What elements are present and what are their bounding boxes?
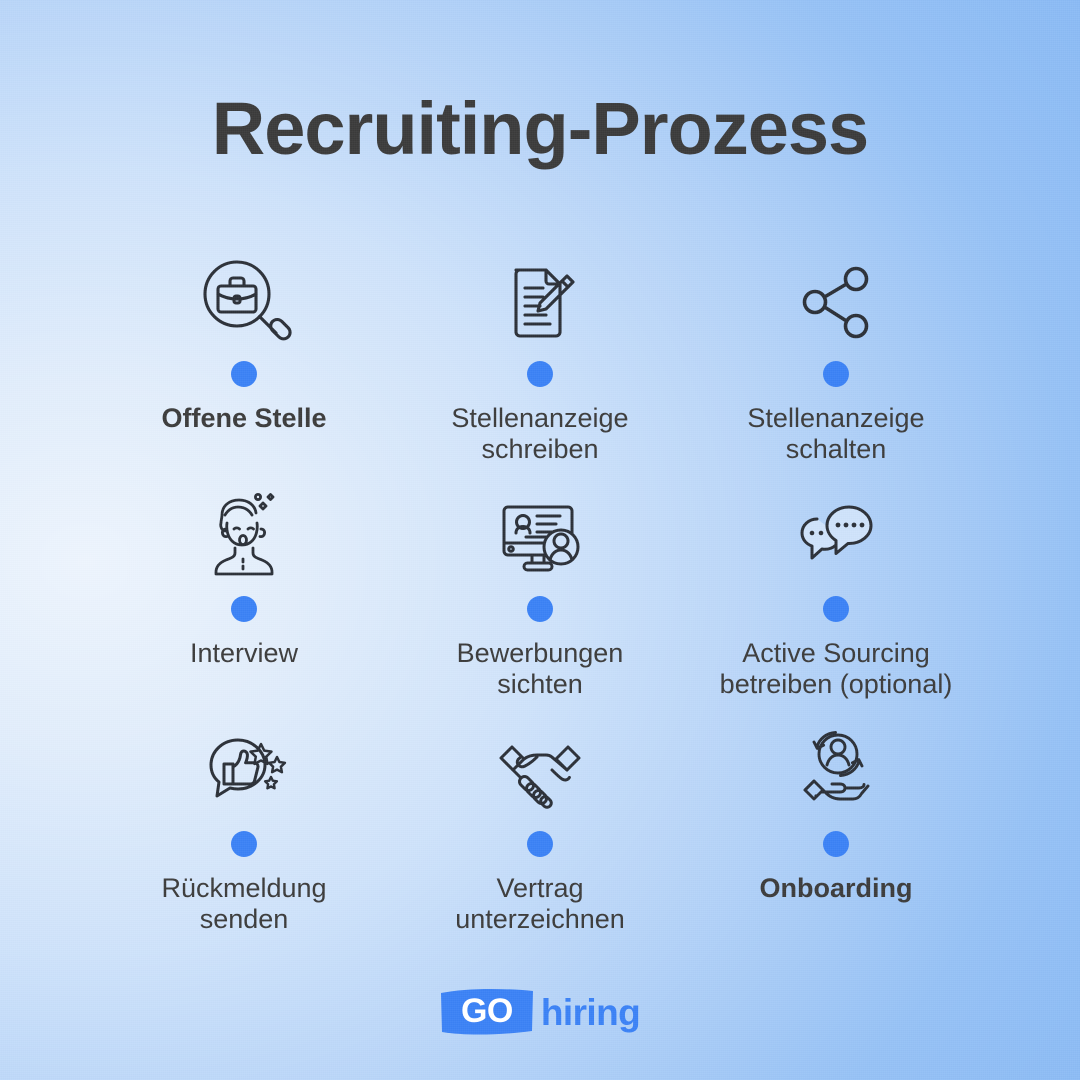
step-vertrag-unterzeichnen: Vertrag unterzeichnen (392, 718, 688, 953)
step-dot (823, 831, 849, 857)
step-offene-stelle: Offene Stelle (96, 248, 392, 483)
step-onboarding: Onboarding (688, 718, 984, 953)
thumbs-up-bubble-icon (192, 718, 296, 826)
hand-person-cycle-icon (784, 718, 888, 826)
step-label: Rückmeldung senden (161, 873, 327, 935)
step-dot (527, 596, 553, 622)
step-label: Stellenanzeige schalten (747, 403, 925, 465)
step-label: Stellenanzeige schreiben (451, 403, 629, 465)
monitor-profile-icon (488, 483, 592, 591)
briefcase-magnifier-icon (192, 248, 296, 356)
step-label: Onboarding (759, 873, 913, 903)
person-thinking-icon (192, 483, 296, 591)
logo-flag-shape (440, 988, 533, 1035)
share-network-icon (784, 248, 888, 356)
step-interview: Interview (96, 483, 392, 718)
step-dot (231, 361, 257, 387)
gohiring-logo: GO hiring (0, 988, 1080, 1036)
process-steps-grid: Offene Stelle Stellenanzeige schreiben (96, 248, 984, 953)
step-stellenanzeige-schalten: Stellenanzeige schalten (688, 248, 984, 483)
step-rueckmeldung-senden: Rückmeldung senden (96, 718, 392, 953)
step-dot (231, 596, 257, 622)
step-label: Offene Stelle (161, 403, 327, 433)
step-active-sourcing: Active Sourcing betreiben (optional) (688, 483, 984, 718)
page-title: Recruiting-Prozess (211, 87, 869, 170)
logo-badge: GO (440, 988, 534, 1036)
step-label: Vertrag unterzeichnen (455, 873, 625, 935)
step-label: Bewerbungen sichten (456, 638, 624, 700)
step-label: Active Sourcing betreiben (optional) (719, 638, 953, 700)
step-dot (527, 831, 553, 857)
step-bewerbungen-sichten: Bewerbungen sichten (392, 483, 688, 718)
step-dot (527, 361, 553, 387)
step-label: Interview (189, 638, 299, 668)
step-dot (823, 361, 849, 387)
logo-hiring-text: hiring (540, 991, 641, 1033)
step-dot (231, 831, 257, 857)
step-dot (823, 596, 849, 622)
logo-go-text: GO (460, 992, 513, 1030)
step-stellenanzeige-schreiben: Stellenanzeige schreiben (392, 248, 688, 483)
handshake-icon (488, 718, 592, 826)
document-pen-icon (488, 248, 592, 356)
chat-bubbles-icon (784, 483, 888, 591)
